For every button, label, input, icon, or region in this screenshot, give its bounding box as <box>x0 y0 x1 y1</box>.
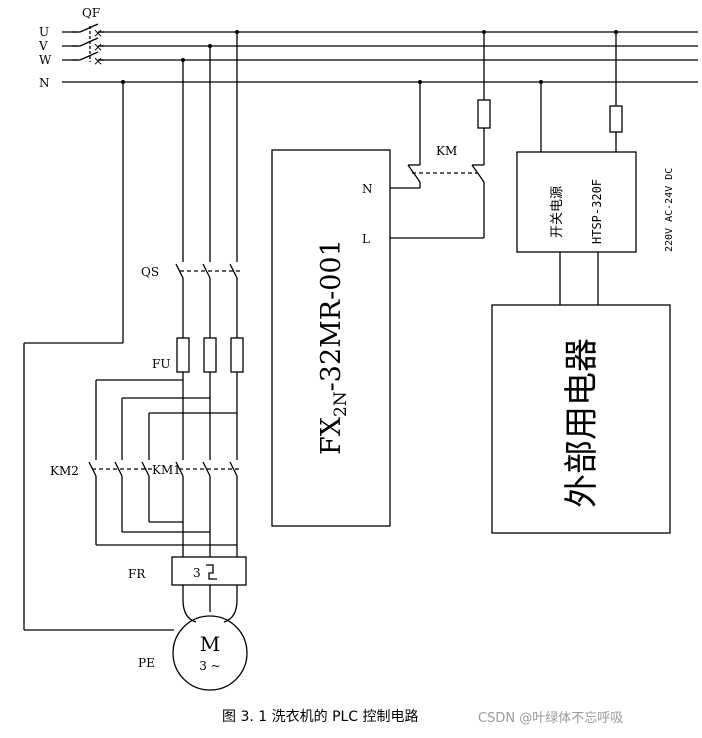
pe-label: PE <box>138 656 155 670</box>
km1-contacts <box>175 461 240 557</box>
power-supply-model: HTSP-320F <box>590 179 604 244</box>
neutral-return <box>23 82 174 631</box>
power-bus <box>62 31 698 83</box>
qf-label: QF <box>82 6 100 20</box>
power-supply-box <box>516 151 637 253</box>
km2-wiring <box>88 379 237 546</box>
bus-label-v: V <box>38 39 48 53</box>
fu-fuses <box>176 337 244 460</box>
svg-text:×: × <box>93 54 103 68</box>
km1-label: KM1 <box>152 463 181 477</box>
bus-label-n: N <box>39 76 50 90</box>
power-supply-name: 开关电源 <box>550 186 565 238</box>
caption-text: 图 3. 1 洗衣机的 PLC 控制电路 <box>222 709 419 725</box>
bus-label-w: W <box>39 53 52 67</box>
km2-label: KM2 <box>50 464 79 478</box>
fr-label: FR <box>128 567 146 581</box>
qf-breaker: × × × <box>72 23 104 68</box>
motor-letter: M <box>200 632 220 656</box>
external-device-label: 外部用电器 <box>562 338 602 508</box>
motor-feed-lines <box>175 32 240 338</box>
plc-model: FX2N-32MR-001 <box>316 239 351 455</box>
watermark: CSDN @叶绿体不忘呼吸 <box>478 711 624 726</box>
fr-thermal-relay <box>171 556 247 623</box>
bus-label-u: U <box>39 25 49 39</box>
svg-text:×: × <box>93 26 103 40</box>
km-relay-label: KM <box>436 144 457 158</box>
external-device-box <box>491 304 671 534</box>
bus-junctions <box>121 30 618 84</box>
motor-phases: 3 ~ <box>199 659 221 673</box>
plc-terminal-l: L <box>362 232 370 246</box>
fr-element-label: 3 <box>193 566 201 580</box>
power-supply-wiring <box>516 32 637 305</box>
km-relay-wiring <box>390 32 491 239</box>
qs-label: QS <box>141 265 159 279</box>
plc-terminal-n: N <box>362 182 373 196</box>
power-supply-rating: 220V AC-24V DC <box>664 168 675 252</box>
svg-text:×: × <box>93 40 103 54</box>
motor-circle <box>172 615 248 691</box>
fu-label: FU <box>152 357 170 371</box>
plc-box <box>271 149 391 527</box>
